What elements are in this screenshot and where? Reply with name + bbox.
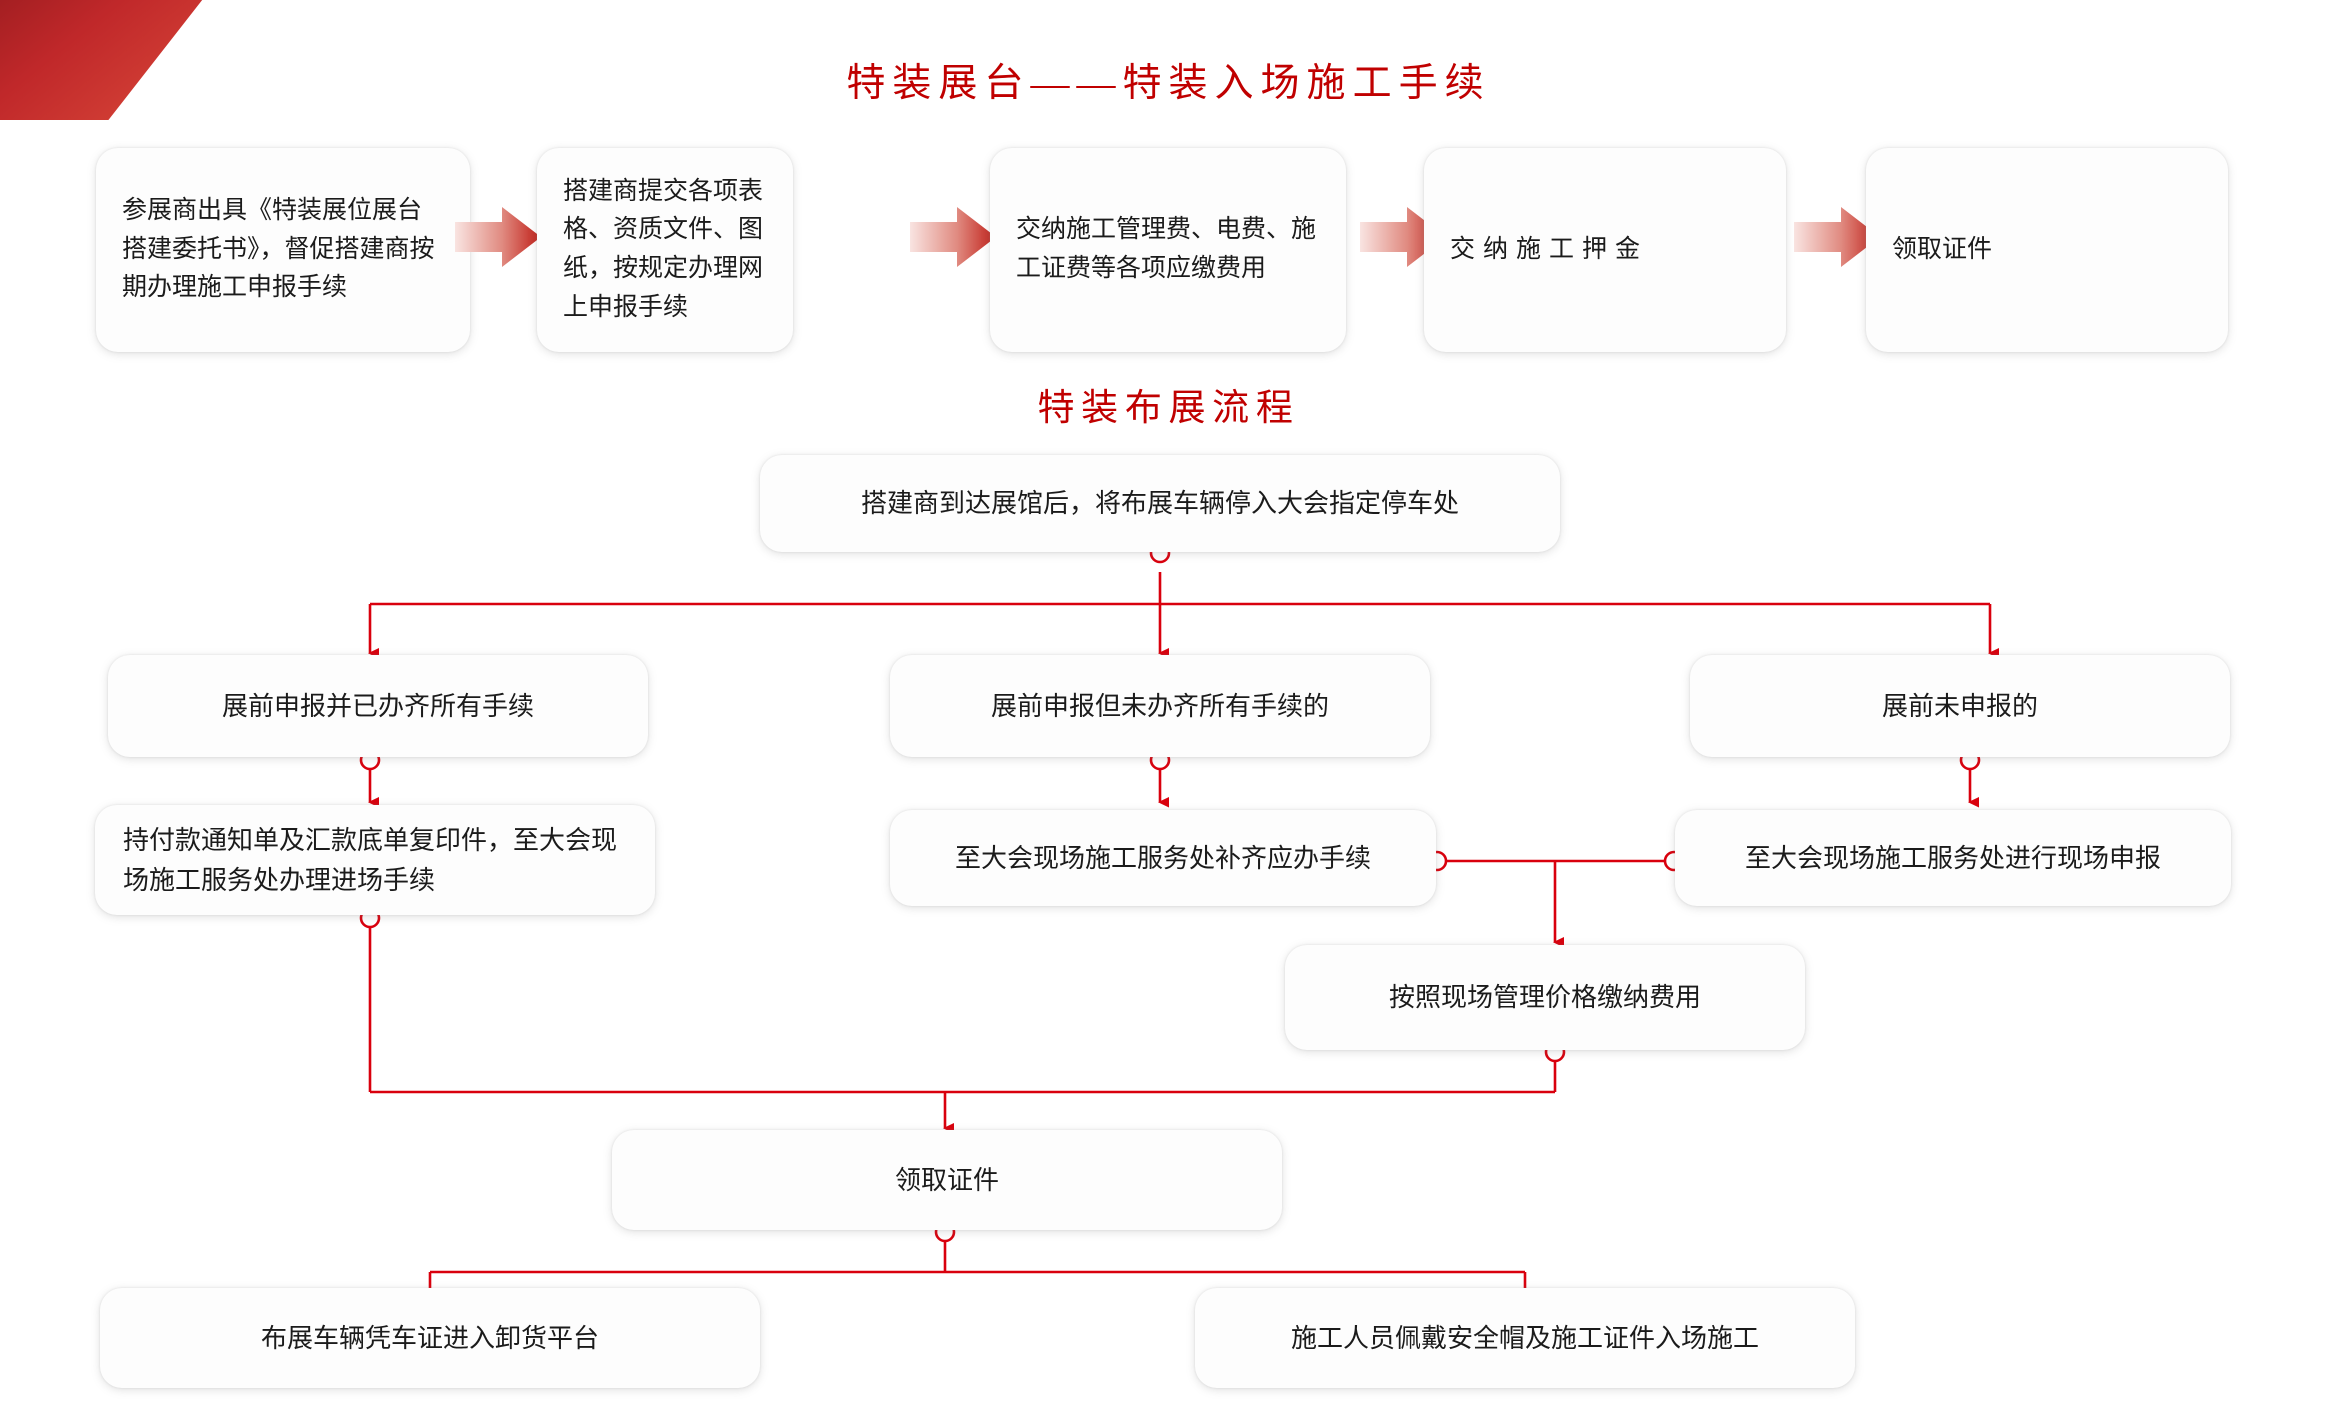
action-middle-box[interactable]: 至大会现场施工服务处补齐应办手续 bbox=[890, 810, 1436, 906]
page-title-second: 特装布展流程 bbox=[1037, 388, 1300, 429]
action-left-label: 持付款通知单及汇款底单复印件，至大会现场施工服务处办理进场手续 bbox=[123, 824, 618, 895]
procedure-step-2-label: 搭建商提交各项表格、资质文件、图纸，按规定办理网上申报手续 bbox=[563, 177, 764, 321]
badge-label: 领取证件 bbox=[894, 1164, 999, 1195]
branch-middle-box[interactable]: 展前申报但未办齐所有手续的 bbox=[890, 655, 1430, 757]
procedure-step-4[interactable]: 交纳施工押金 bbox=[1424, 148, 1786, 352]
outcome-left-label: 布展车辆凭车证进入卸货平台 bbox=[260, 1322, 599, 1353]
page-title-main: 特装展台——特装入场施工手续 bbox=[846, 62, 1491, 105]
payment-label: 按照现场管理价格缴纳费用 bbox=[1388, 982, 1701, 1013]
flow-start-box[interactable]: 搭建商到达展馆后，将布展车辆停入大会指定停车处 bbox=[760, 455, 1560, 552]
procedure-step-3-label: 交纳施工管理费、电费、施工证费等各项应缴费用 bbox=[1016, 216, 1317, 282]
branch-left-box[interactable]: 展前申报并已办齐所有手续 bbox=[108, 655, 648, 757]
chevron-right-icon bbox=[455, 205, 541, 269]
branch-right-label: 展前未申报的 bbox=[1881, 690, 2038, 721]
branch-middle-label: 展前申报但未办齐所有手续的 bbox=[990, 690, 1329, 721]
procedure-step-4-label: 交纳施工押金 bbox=[1450, 235, 1649, 263]
branch-left-label: 展前申报并已办齐所有手续 bbox=[221, 690, 534, 721]
outcome-right-box[interactable]: 施工人员佩戴安全帽及施工证件入场施工 bbox=[1195, 1288, 1855, 1388]
chevron-right-icon bbox=[910, 205, 996, 269]
outcome-right-label: 施工人员佩戴安全帽及施工证件入场施工 bbox=[1290, 1322, 1759, 1353]
procedure-step-3[interactable]: 交纳施工管理费、电费、施工证费等各项应缴费用 bbox=[990, 148, 1346, 352]
flow-start-label: 搭建商到达展馆后，将布展车辆停入大会指定停车处 bbox=[860, 488, 1459, 519]
procedure-step-1-label: 参展商出具《特装展位展台搭建委托书》，督促搭建商按期办理施工申报手续 bbox=[122, 196, 435, 302]
chevron-right-icon bbox=[1794, 205, 1880, 269]
payment-box[interactable]: 按照现场管理价格缴纳费用 bbox=[1285, 945, 1805, 1050]
procedure-step-5-label: 领取证件 bbox=[1892, 235, 1993, 263]
action-middle-label: 至大会现场施工服务处补齐应办手续 bbox=[954, 842, 1371, 873]
procedure-step-2[interactable]: 搭建商提交各项表格、资质文件、图纸，按规定办理网上申报手续 bbox=[537, 148, 793, 352]
branch-right-box[interactable]: 展前未申报的 bbox=[1690, 655, 2230, 757]
action-right-label: 至大会现场施工服务处进行现场申报 bbox=[1744, 842, 2161, 873]
action-right-box[interactable]: 至大会现场施工服务处进行现场申报 bbox=[1675, 810, 2231, 906]
badge-box[interactable]: 领取证件 bbox=[612, 1130, 1282, 1230]
procedure-step-5[interactable]: 领取证件 bbox=[1866, 148, 2228, 352]
procedure-step-1[interactable]: 参展商出具《特装展位展台搭建委托书》，督促搭建商按期办理施工申报手续 bbox=[96, 148, 470, 352]
outcome-left-box[interactable]: 布展车辆凭车证进入卸货平台 bbox=[100, 1288, 760, 1388]
action-left-box[interactable]: 持付款通知单及汇款底单复印件，至大会现场施工服务处办理进场手续 bbox=[95, 805, 655, 915]
